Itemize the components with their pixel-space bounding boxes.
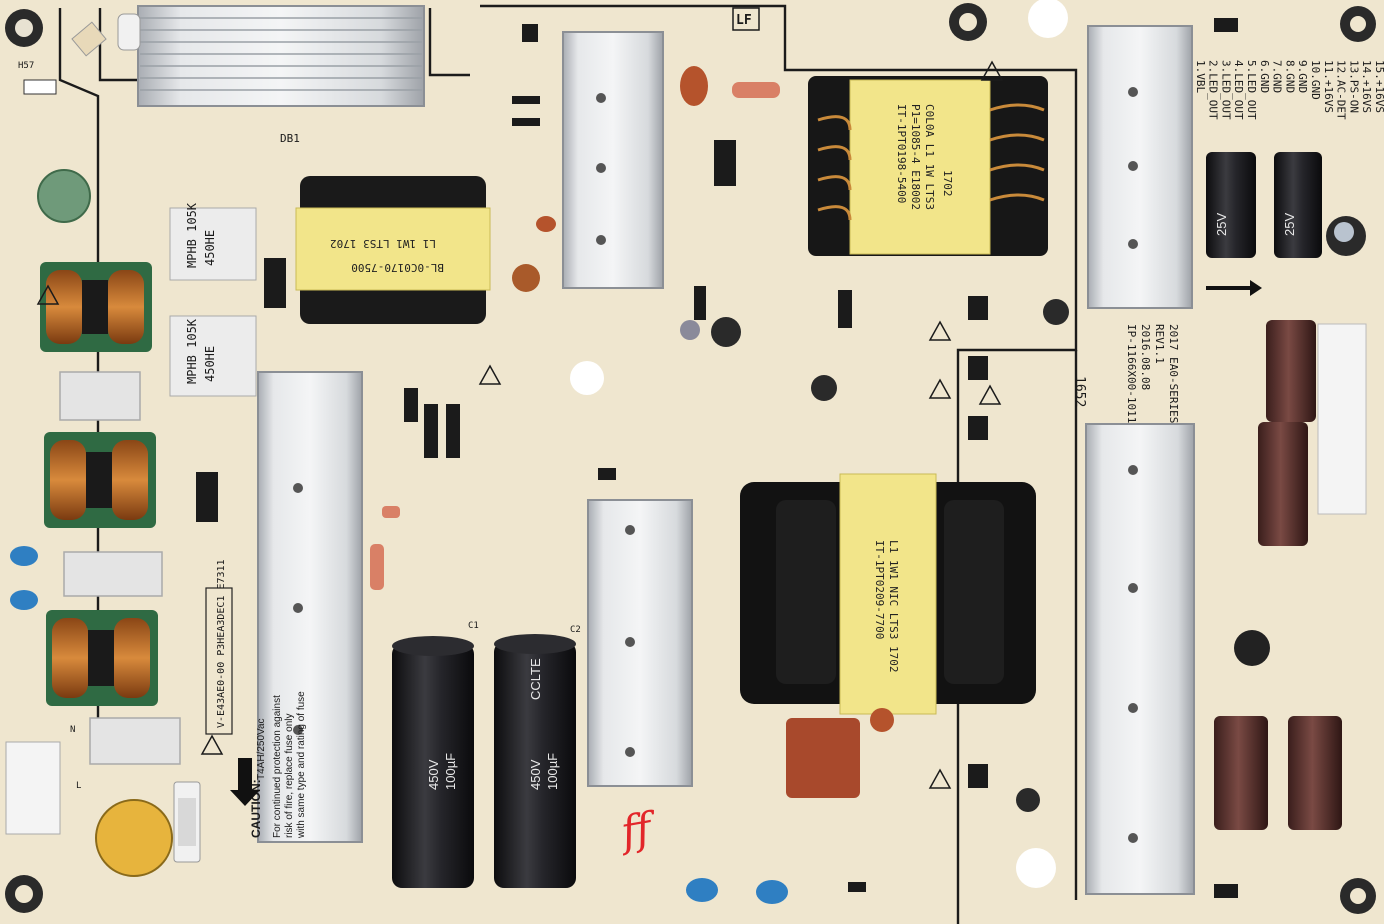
transformer-led xyxy=(740,473,1036,715)
connector-pin-label: 4.LED_OUT xyxy=(1232,60,1245,120)
transformer-standby-line2: L1 1W1 LTS3 1702 xyxy=(330,237,436,250)
transformer-standby xyxy=(295,176,491,324)
h57-label: H57 xyxy=(18,61,34,71)
caution-line1: For continued protection against xyxy=(272,695,283,838)
date: 2016.08.08 xyxy=(1139,324,1152,390)
caution-arrow-icon xyxy=(230,758,260,806)
connector-pin-label: 8.GND xyxy=(1283,60,1296,93)
caution-line2: risk of fire, replace fuse only xyxy=(284,714,295,839)
connector-pin-label: 13.PS-ON xyxy=(1347,60,1360,113)
mounting-holes xyxy=(5,0,1376,914)
bulk-cap-1-value: 100µF xyxy=(443,753,458,790)
vertical-part-code: V-E43AE0-00 P3HEA3DEC1 E7311 xyxy=(216,559,227,728)
film-cap-2-line2: 450HE xyxy=(203,346,217,382)
connector-pin-label: 12.AC-DET xyxy=(1335,60,1348,120)
transformer-standby-line1: BL-0C0170-7500 xyxy=(351,261,444,274)
output-connector xyxy=(1317,323,1367,515)
transformer-main-line2: P1=1085-4 E18002 xyxy=(909,104,922,210)
transformer-main-line1: IT-1PT0198-5400 xyxy=(895,104,908,203)
transformer-main xyxy=(808,76,1048,256)
lf-mark: LF xyxy=(736,13,752,28)
revision: REV1.1 xyxy=(1153,324,1166,364)
model-date: 2017 EA0-SERIES xyxy=(1167,324,1180,423)
connector-pin-label: 3.LED_OUT xyxy=(1219,60,1232,120)
output-cap-voltage: 25V xyxy=(1214,213,1229,236)
transformer-led-line2: L1 1W1 NIC LTS3 1702 xyxy=(887,540,900,672)
transformer-main-line3: C0L0A L1 1W LTS3 xyxy=(923,104,936,210)
connector-pin-label: 6.GND xyxy=(1258,60,1271,93)
connector-pin-label: 9.GND xyxy=(1296,60,1309,93)
fuse xyxy=(173,781,201,863)
transformer-led-line1: IT-1PT0209-7700 xyxy=(873,540,886,639)
date-code: 1652 xyxy=(1072,376,1087,407)
connector-pin-label: 2.LED_OUT xyxy=(1207,60,1220,120)
small-components xyxy=(23,13,1238,898)
film-caps xyxy=(169,207,257,397)
connector-pin-label: 1.VBL xyxy=(1194,60,1207,93)
part-code-box xyxy=(205,587,233,735)
film-cap-1-line1: MPHB 105K xyxy=(185,202,199,268)
connector-pin-label: 5.LED_OUT xyxy=(1245,60,1258,120)
connector-pin-list: 15.+16VS14.+16VS13.PS-ON12.AC-DET11.+16V… xyxy=(1194,60,1384,120)
bulk-capacitors xyxy=(392,634,576,888)
caution-line3: with same type and rating of fuse xyxy=(296,691,307,839)
varistors xyxy=(37,169,1270,877)
transformer-main-line4: 1702 xyxy=(941,170,954,197)
bulk-cap-2-value: 100µF xyxy=(545,753,560,790)
part-number: IP-1166X00-1011 xyxy=(1125,324,1138,423)
bulk-cap-brand: CCLTE xyxy=(528,658,543,700)
bulk-cap-1-voltage: 450V xyxy=(426,759,441,790)
film-cap-1-line2: 450HE xyxy=(203,230,217,266)
output-cap-voltage-2: 25V xyxy=(1282,213,1297,236)
bulk-cap-2-voltage: 450V xyxy=(528,759,543,790)
l-mark: L xyxy=(76,781,81,791)
heatsinks xyxy=(137,5,1195,895)
ac-input-connector xyxy=(5,741,61,835)
film-cap-2-line1: MPHB 105K xyxy=(185,318,199,384)
output-arrow-icon xyxy=(1206,280,1262,296)
input-chokes xyxy=(40,262,158,706)
n-mark: N xyxy=(70,725,75,735)
db1-label: DB1 xyxy=(280,132,300,145)
output-capacitors xyxy=(1206,152,1366,830)
caution-rating: T4AH/250Vac xyxy=(256,718,267,780)
connector-pin-label: 15.+16VS xyxy=(1373,60,1384,113)
y-capacitors xyxy=(10,546,788,904)
warning-triangles xyxy=(36,60,1004,789)
connector-pin-label: 11.+16VS xyxy=(1322,60,1335,113)
c1-label: C1 xyxy=(468,621,479,631)
c2-label: C2 xyxy=(570,625,581,635)
lf-box xyxy=(732,7,760,31)
connector-pin-label: 14.+16VS xyxy=(1360,60,1373,113)
connector-pin-label: 7.GND xyxy=(1271,60,1284,93)
connector-pin-label: 10.GND xyxy=(1309,60,1322,100)
x-capacitors xyxy=(59,371,181,765)
